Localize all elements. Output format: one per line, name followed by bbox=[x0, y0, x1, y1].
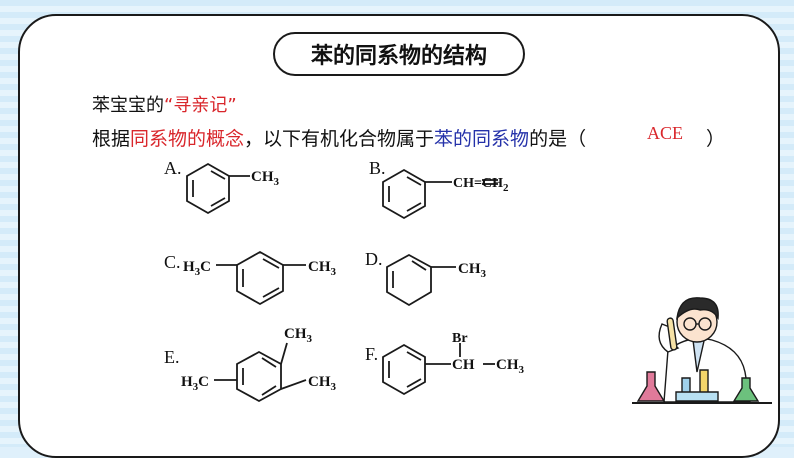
question-target: 苯的同系物 bbox=[434, 128, 530, 150]
option-e-substituent-left: H3C bbox=[181, 374, 209, 393]
structure-d-ring bbox=[386, 253, 456, 307]
question-part1: 根据 bbox=[92, 128, 131, 150]
option-f-bromo: Br bbox=[452, 331, 468, 346]
intro-quote: “寻亲记” bbox=[164, 95, 237, 116]
question-line: 根据同系物的概念，以下有机化合物属于苯的同系物的是（ bbox=[92, 124, 586, 151]
option-d-substituent: CH3 bbox=[458, 261, 487, 280]
option-c-substituent-left: H3C bbox=[183, 259, 211, 278]
question-part2: ，以下有机化合物属于 bbox=[244, 128, 435, 150]
option-c-substituent-right: CH3 bbox=[308, 259, 337, 278]
question-concept: 同系物的概念 bbox=[130, 128, 245, 150]
option-b-substituent: CH=CH2 bbox=[453, 176, 509, 194]
scientist-illustration bbox=[632, 297, 772, 404]
option-f-ch: CH bbox=[452, 357, 475, 373]
structure-a-benzene-ring bbox=[186, 162, 250, 215]
option-a-substituent: CH3 bbox=[251, 169, 280, 188]
structure-drawings: CH3 CH=CH2 H3C CH3 CH3 CH3 H3C CH3 Br CH… bbox=[181, 162, 772, 404]
structure-f-benzene-ring bbox=[382, 343, 495, 396]
structure-b-benzene-ring bbox=[382, 168, 498, 220]
structure-e-benzene-ring bbox=[214, 342, 307, 403]
question-part3: 的是（ bbox=[529, 128, 587, 150]
intro-line: 苯宝宝的“寻亲记” bbox=[92, 91, 237, 117]
option-letter-c: C. bbox=[164, 252, 181, 272]
option-e-substituent-top: CH3 bbox=[284, 326, 313, 345]
option-letter-e: E. bbox=[164, 347, 180, 367]
question-close-paren: ） bbox=[706, 128, 726, 150]
intro-prefix: 苯宝宝的 bbox=[92, 95, 164, 116]
option-f-ch3: CH3 bbox=[496, 357, 525, 376]
option-e-substituent-right: CH3 bbox=[308, 374, 337, 393]
answer-text: ACE bbox=[647, 123, 683, 143]
option-letter-a: A. bbox=[164, 158, 182, 178]
option-letter-b: B. bbox=[369, 158, 386, 178]
option-letter-f: F. bbox=[365, 344, 379, 364]
structure-c-benzene-ring bbox=[216, 250, 306, 306]
option-letter-d: D. bbox=[365, 249, 383, 269]
page-title: 苯的同系物的结构 bbox=[273, 32, 525, 76]
